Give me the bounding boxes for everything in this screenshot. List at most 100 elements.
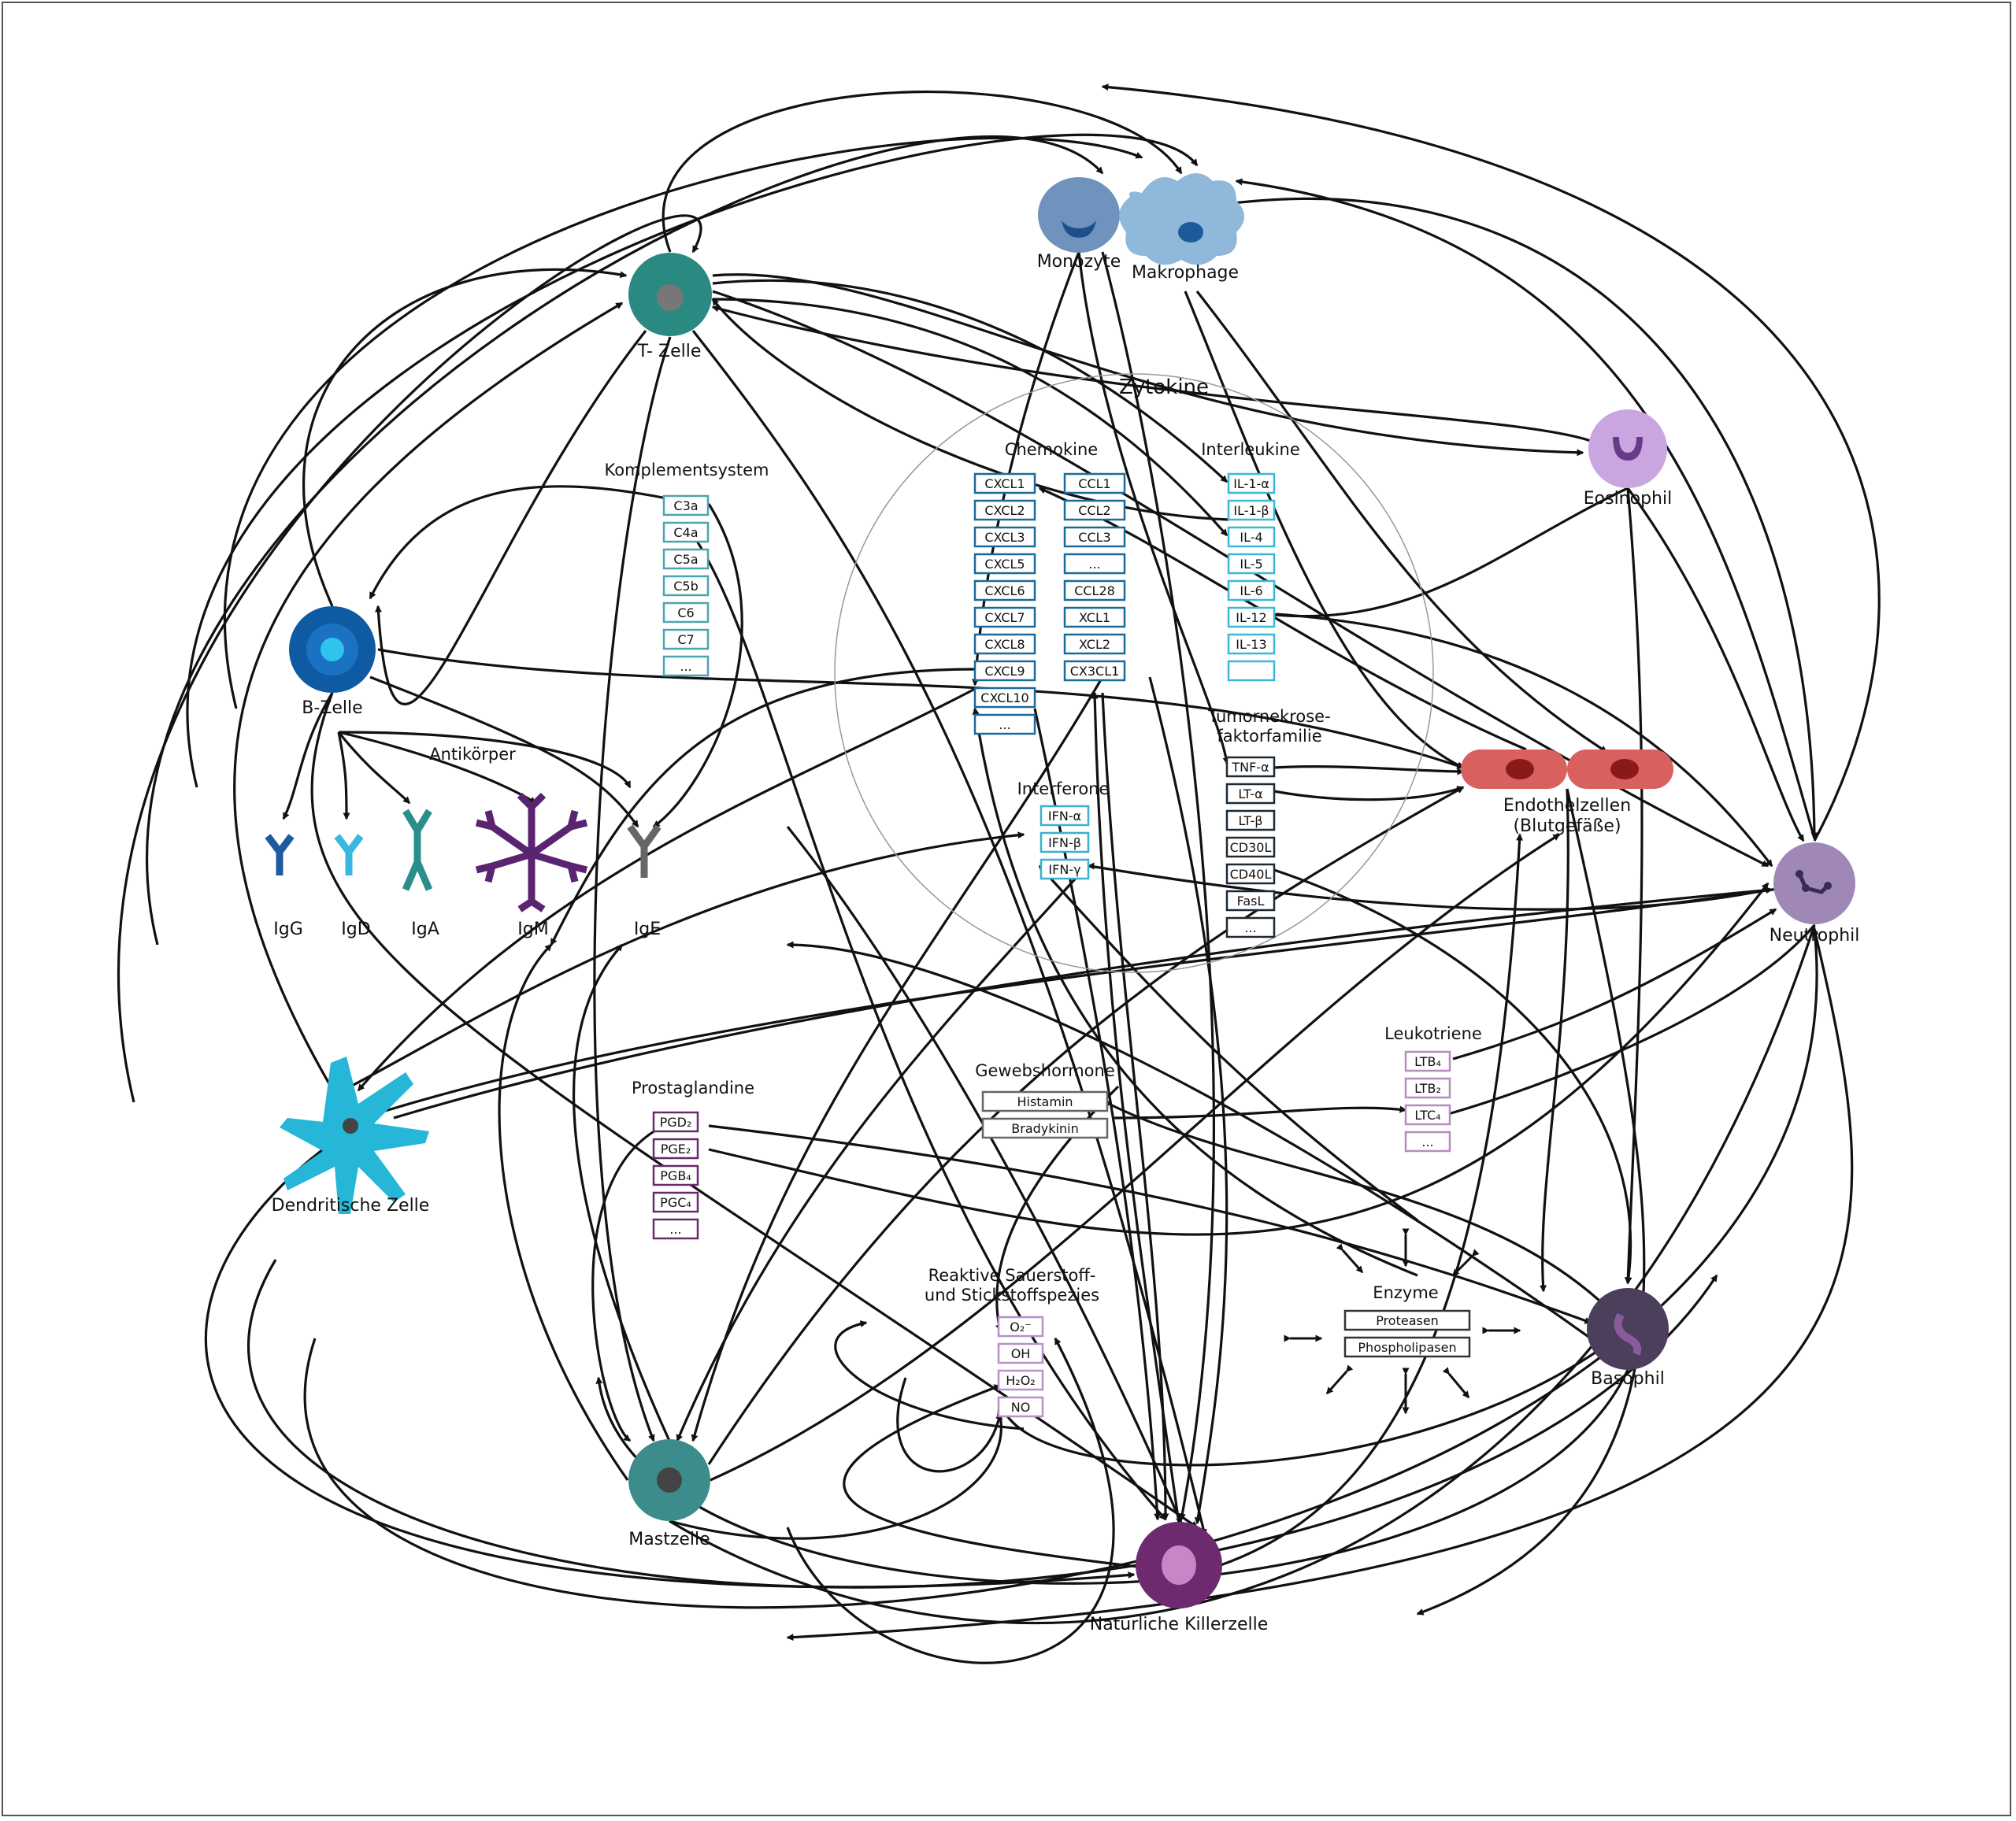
interaction-arrow [145,135,1104,946]
komplement-label: Komplementsystem [605,461,769,479]
tnf-box: ... [1225,916,1276,938]
tnf-box: CD30L [1225,836,1276,858]
interaction-arrow [712,279,1228,483]
hormone-label: Bradykinin [1011,1121,1078,1136]
ccl-box: CCL1 [1063,472,1126,494]
interaction-arrow [1148,676,1228,1525]
cxcl-label: CXCL3 [984,530,1025,545]
eosinophil: Eosinophil [1584,409,1672,509]
interaction-arrow [1273,765,1465,775]
gewebshormone-label: Gewebshormone [975,1061,1115,1080]
interaction-arrow [712,273,1584,457]
hormone-box: Histamin [981,1090,1109,1112]
interaction-arrow [337,731,411,805]
hormone-box: Bradykinin [981,1117,1109,1139]
cxcl-box: CXCL1 [973,472,1036,494]
interaction-arrow [691,676,1104,1442]
interaction-arrow [361,882,1815,1120]
interleukin-box: IL-5 [1227,553,1276,575]
complement-box: C3a [662,494,710,516]
tnf-label: FasL [1237,894,1265,909]
leukotriene-label: LTB₂ [1414,1081,1441,1096]
ros-box: H₂O₂ [997,1369,1044,1391]
interaction-arrow [691,330,1207,1537]
leukotriene-box: LTC₄ [1404,1104,1451,1126]
interaction-arrow [1539,788,1569,1293]
ccl-label: ... [1088,557,1100,572]
prostaglandin-box: PGB₄ [652,1164,699,1186]
interaction-arrow [1038,864,1418,1222]
cxcl-box: CXCL8 [973,633,1036,655]
interleukin-box [1227,660,1276,682]
iga-label: IgA [411,920,439,939]
ccl-box: CCL3 [1063,526,1126,548]
interaction-arrow [972,251,1080,687]
monocyte: Monozyte [1037,177,1121,272]
natural-killer-cell: Natürliche Killerzelle [1090,1522,1268,1634]
interaction-arrow [303,927,1819,1609]
mast-cell-label: Mastzelle [628,1530,710,1549]
cxcl-label: CXCL8 [984,637,1025,652]
complement-box: C7 [662,628,710,650]
interaction-arrow [896,1377,1003,1473]
interaction-arrows [117,83,1881,1664]
tnf-label: ... [1244,920,1256,935]
interaction-arrow [707,786,1465,1465]
complement-label: C5a [673,552,698,567]
ccl-label: CCL2 [1078,503,1110,518]
complement-label: C4a [673,525,698,540]
igg-label: IgG [273,920,303,939]
interaction-arrow [498,943,629,1481]
interaction-arrow [1195,291,1608,753]
cxcl-box: CXCL3 [973,526,1036,548]
macrophage: Makrophage [1119,173,1244,283]
complement-label: C7 [677,632,694,647]
hormone-label: Histamin [1017,1094,1073,1109]
cxcl-label: CXCL6 [984,583,1025,598]
interaction-arrow [1235,178,1816,839]
interaction-arrow [1102,1100,1629,1331]
mast-cell: Mastzelle [628,1439,710,1549]
interaction-arrow [712,298,1228,537]
interaction-arrow [310,692,1199,1529]
mediator-boxes: CXCL1CXCL2CXCL3CXCL5CXCL6CXCL7CXCL8CXCL9… [652,472,1471,1418]
interaction-arrow [1114,1105,1407,1120]
interleukin-box: IL-4 [1227,526,1276,548]
interleukin-label: IL-13 [1236,637,1266,652]
interaction-arrow [1416,788,1646,1616]
ccl-label: XCL1 [1079,610,1110,625]
prostaglandin-label: PGC₄ [660,1195,691,1210]
interaction-arrow [708,1124,1592,1324]
tnf-label: TNF-α [1231,760,1269,775]
enzyme-label: Enzyme [1373,1283,1438,1302]
interaction-arrow [1101,692,1169,1521]
interaction-arrow [1626,487,1805,842]
basophil: Basophil [1587,1288,1669,1389]
igd-label: IgD [341,920,370,939]
interleukin-label: IL-4 [1240,530,1262,545]
cxcl-box: CXCL6 [973,579,1036,601]
complement-label: C3a [673,498,698,513]
leukotriene-label: LTB₄ [1414,1054,1441,1069]
leukotriene-label: Leukotriene [1384,1024,1482,1043]
tnf-box: LT-β [1225,809,1276,831]
interleukin-box: IL-6 [1227,579,1276,601]
igd-antibody: IgD [334,834,371,939]
ccl-box: XCL2 [1063,633,1126,655]
macrophage-label: Makrophage [1132,263,1239,283]
complement-box: C5b [662,575,710,597]
interaction-arrow [233,302,624,1087]
interaction-arrow [1087,862,1769,911]
prostaglandin-label: ... [669,1222,681,1237]
interferon-box: IFN-γ [1040,858,1090,880]
interferone-label: Interferone [1017,779,1110,798]
interleukin-box: IL-12 [1227,606,1276,628]
interaction-arrow [550,668,976,946]
interferon-label: IFN-α [1048,809,1081,824]
interaction-arrow [573,943,671,1442]
antikoerper-label: Antikörper [429,745,516,764]
ige-label: IgE [634,920,661,939]
interleukin-label: IL-6 [1240,583,1262,598]
